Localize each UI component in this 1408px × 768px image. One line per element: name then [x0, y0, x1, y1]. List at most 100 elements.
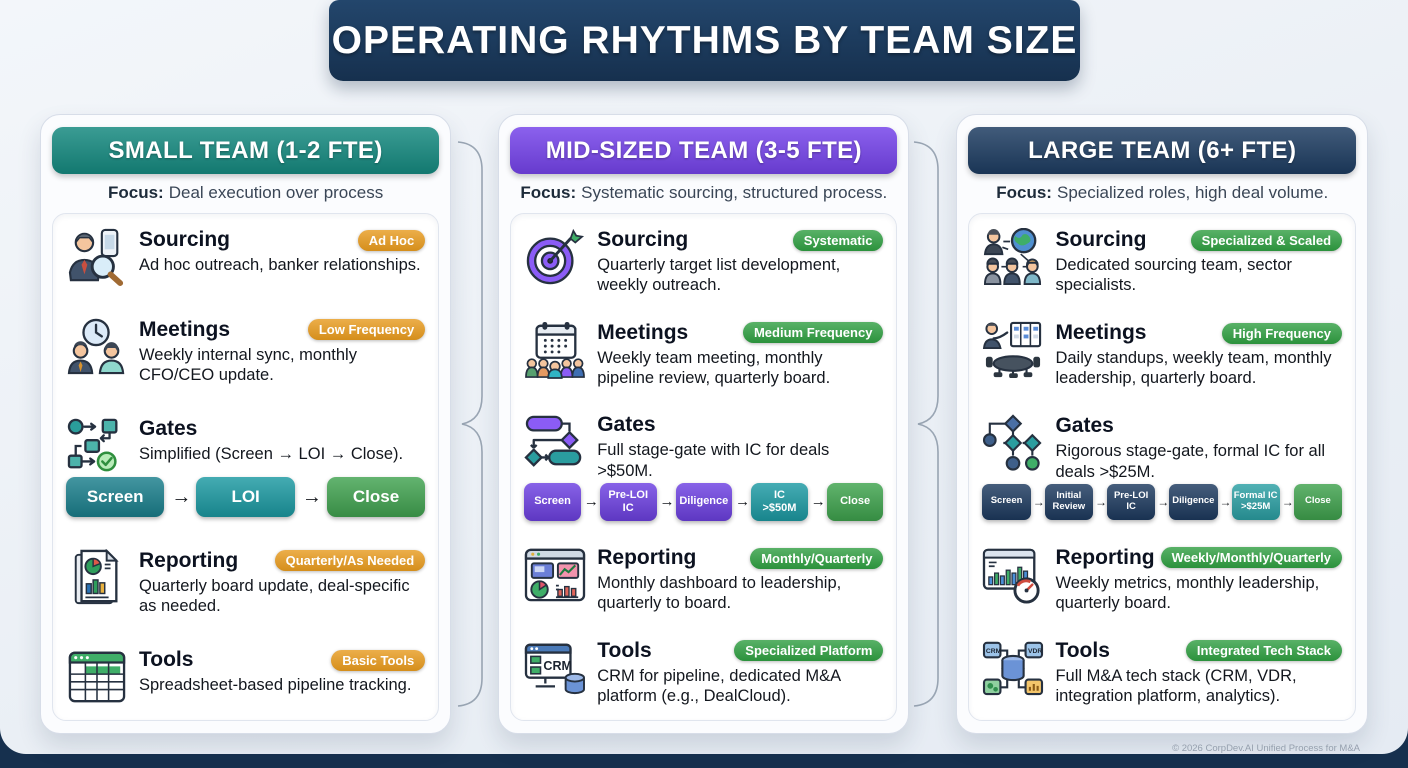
section-gates: Gates Simplified (Screen → LOI → Close). [66, 417, 425, 475]
gate-chip: Screen [524, 482, 581, 521]
arrow-icon: → [1157, 494, 1170, 509]
section-title: Tools [1055, 638, 1110, 662]
large-team-card: LARGE TEAM (6+ FTE) Focus:Specialized ro… [956, 114, 1369, 734]
section-description: Weekly metrics, monthly leadership, quar… [1055, 573, 1320, 612]
mid-team-focus: Focus:Systematic sourcing, structured pr… [510, 183, 897, 203]
focus-label: Focus: [520, 183, 577, 202]
focus-text: Systematic sourcing, structured process. [581, 183, 888, 202]
section-title: Reporting [597, 546, 697, 570]
section-title: Tools [597, 638, 652, 662]
section-sourcing: Sourcing Ad Hoc Ad hoc outreach, banker … [66, 228, 426, 286]
gate-chip: Screen [982, 483, 1031, 520]
gate-chip: Initial Review [1044, 483, 1093, 520]
arrow-icon: → [1219, 494, 1232, 509]
small-team-card: SMALL TEAM (1-2 FTE) Focus:Deal executio… [40, 114, 452, 734]
status-badge: Specialized Platform [734, 640, 884, 662]
gate-stages: Screen → Initial Review → Pre-LOI IC → D… [982, 483, 1343, 520]
flowchart-complex-icon [982, 414, 1044, 472]
gate-stages: Screen → LOI → Close [66, 477, 426, 517]
svg-text:CRM: CRM [986, 648, 1002, 655]
team-globe-icon [982, 228, 1044, 286]
status-badge: Low Frequency [307, 319, 426, 341]
section-title: Meetings [139, 317, 231, 341]
section-description: Weekly team meeting, monthly pipeline re… [597, 348, 831, 387]
status-badge: Quarterly/As Needed [274, 550, 426, 572]
small-team-header: SMALL TEAM (1-2 FTE) [52, 127, 440, 174]
gate-chip: Close [826, 482, 884, 521]
section-tools: Tools Basic Tools Spreadsheet-based pipe… [66, 648, 426, 706]
gate-chip: IC >$50M [751, 482, 808, 521]
gate-chip: Diligence [675, 482, 733, 521]
section-title: Sourcing [597, 228, 689, 251]
arrow-icon: → [735, 493, 751, 511]
section-description: Weekly internal sync, monthly CFO/CEO up… [139, 345, 357, 384]
large-team-header: LARGE TEAM (6+ FTE) [968, 127, 1357, 174]
section-description: Monthly dashboard to leadership, quarter… [597, 574, 842, 613]
calendar-team-icon [524, 321, 586, 379]
status-badge: Medium Frequency [742, 322, 884, 344]
large-team-panel: Sourcing Specialized & Scaled Dedicated … [968, 213, 1357, 721]
small-team-panel: Sourcing Ad Hoc Ad hoc outreach, banker … [52, 213, 440, 721]
section-title: Meetings [1055, 321, 1147, 345]
tech-stack-icon: CRM VDR [982, 639, 1044, 697]
status-badge: Monthly/Quarterly [750, 547, 884, 569]
person-magnifier-icon [66, 228, 128, 286]
gate-chip: Screen [66, 477, 165, 517]
section-description: Simplified (Screen → LOI → Close). [139, 445, 404, 463]
section-description: Quarterly target list development, weekl… [597, 256, 841, 295]
arrow-icon: → [810, 493, 826, 511]
spreadsheet-icon [66, 648, 128, 706]
arrow-icon: → [301, 485, 322, 508]
section-meetings: Meetings Medium Frequency Weekly team me… [524, 320, 884, 388]
column-connector-brace [913, 141, 939, 707]
gate-chip: Diligence [1169, 483, 1218, 520]
section-description: Dedicated sourcing team, sector speciali… [1055, 256, 1293, 295]
section-description: Full stage-gate with IC for deals >$50M. [597, 441, 830, 480]
section-meetings: Meetings High Frequency Daily standups, … [982, 321, 1343, 388]
gate-chip: Close [326, 477, 426, 517]
section-title: Reporting [139, 548, 239, 572]
dashboard-icon [524, 546, 586, 604]
status-badge: Specialized & Scaled [1190, 229, 1343, 251]
status-badge: Integrated Tech Stack [1185, 640, 1343, 662]
clock-people-icon [66, 318, 128, 376]
column-connector-brace [457, 141, 483, 707]
status-badge: Basic Tools [331, 649, 426, 671]
gate-chip: LOI [196, 477, 295, 517]
focus-label: Focus: [996, 183, 1052, 202]
section-reporting: Reporting Quarterly/As Needed Quarterly … [66, 548, 426, 616]
title-banner: OPERATING RHYTHMS BY TEAM SIZE [329, 0, 1080, 81]
columns-container: SMALL TEAM (1-2 FTE) Focus: Deal executio… [40, 114, 1369, 734]
crm-database-icon: CRM [524, 639, 586, 697]
section-reporting: Reporting Weekly/Monthly/Quarterly Weekl… [982, 545, 1343, 613]
section-title: Meetings [597, 320, 689, 344]
page-title: OPERATING RHYTHMS BY TEAM SIZE [331, 18, 1078, 62]
arrow-icon: → [583, 493, 599, 511]
section-title: Reporting [1055, 545, 1155, 569]
section-gates: Gates Full stage-gate with IC for deals … [524, 413, 883, 480]
section-title: Tools [139, 648, 194, 671]
section-title: Sourcing [1055, 228, 1147, 251]
arrow-icon: → [1094, 494, 1107, 509]
arrow-icon: → [1032, 494, 1045, 509]
status-badge: Ad Hoc [357, 229, 426, 251]
section-sourcing: Sourcing Specialized & Scaled Dedicated … [982, 228, 1343, 295]
section-description: Spreadsheet-based pipeline tracking. [139, 676, 412, 694]
gate-chip: Pre-LOI IC [599, 482, 657, 521]
section-tools: CRM VDR Tools Integr [982, 638, 1343, 706]
section-description: Rigorous stage-gate, formal IC for all d… [1055, 442, 1326, 481]
gate-chip: Pre-LOI IC [1106, 483, 1156, 520]
section-meetings: Meetings Low Frequency Weekly internal s… [66, 317, 426, 385]
metrics-gauge-icon [982, 546, 1044, 604]
copyright-text: © 2026 CorpDev.AI Unified Process for M&… [1172, 743, 1360, 754]
svg-text:CRM: CRM [544, 659, 573, 673]
section-gates: Gates Rigorous stage-gate, formal IC for… [982, 414, 1342, 481]
mid-team-header: MID-SIZED TEAM (3-5 FTE) [510, 127, 898, 174]
section-description: Full M&A tech stack (CRM, VDR, integrati… [1055, 666, 1297, 705]
section-sourcing: Sourcing Systematic Quarterly target lis… [524, 228, 884, 295]
section-title: Gates [139, 417, 198, 440]
focus-text: Deal execution over process [168, 183, 384, 202]
section-description: Quarterly board update, deal-specific as… [139, 576, 410, 615]
status-badge: Systematic [792, 229, 884, 251]
mid-team-card: MID-SIZED TEAM (3-5 FTE) Focus:Systemati… [498, 114, 910, 734]
